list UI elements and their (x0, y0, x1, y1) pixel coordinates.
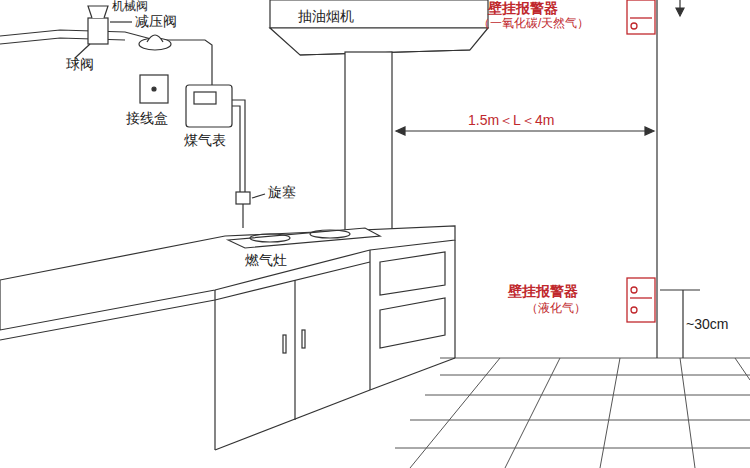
dimension-label: ~30cm (686, 316, 728, 332)
alarm-note: （一氧化碳/天然气） (478, 17, 589, 31)
part-label: 燃气灶 (245, 252, 287, 268)
part-label: 机械阀 (112, 0, 148, 14)
alarm-note: （液化气） (526, 302, 586, 316)
part-label: 煤气表 (184, 132, 226, 148)
part-label: 抽油烟机 (298, 8, 354, 24)
part-label: 球阀 (66, 56, 94, 72)
part-label: 接线盒 (126, 110, 168, 126)
alarm-label: 壁挂报警器 (488, 0, 558, 16)
alarm-label: 壁挂报警器 (508, 283, 578, 299)
part-label: 旋塞 (268, 184, 296, 200)
dimension-label: 1.5m＜L＜4m (468, 112, 554, 128)
part-label: 减压阀 (135, 13, 177, 29)
